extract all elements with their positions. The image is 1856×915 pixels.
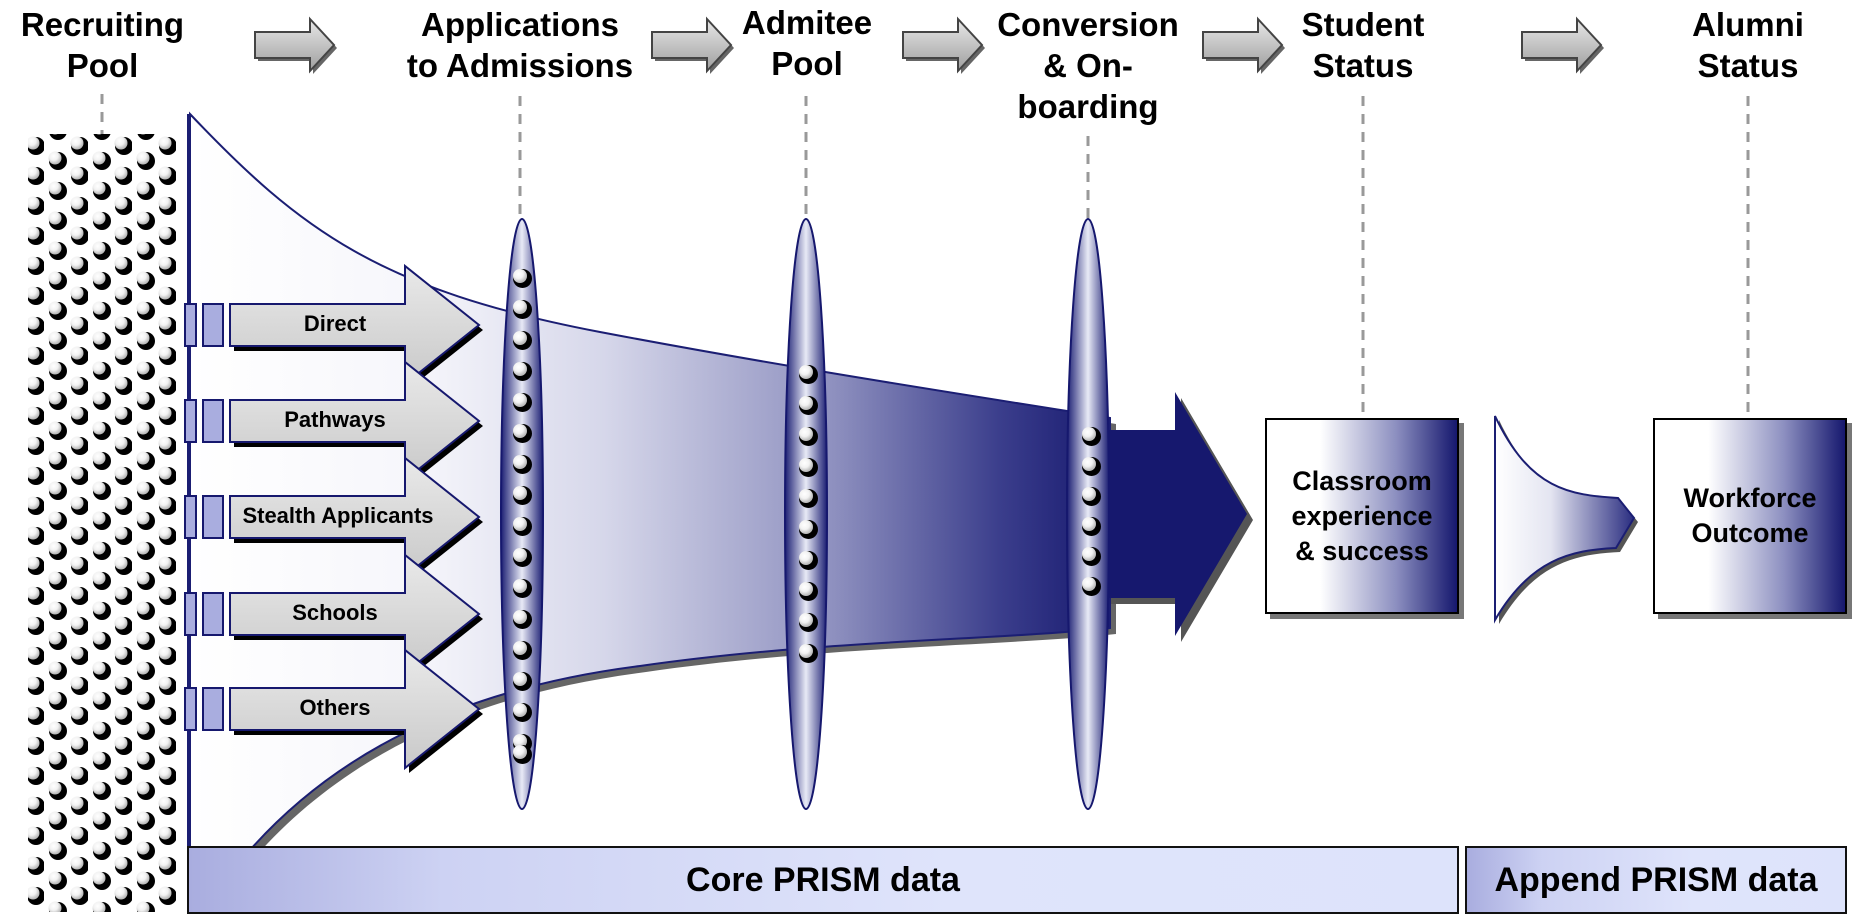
top-arrow-3-icon bbox=[902, 16, 985, 74]
filter-conversion bbox=[1066, 218, 1110, 810]
append-prism-bar: Append PRISM data bbox=[1465, 846, 1847, 914]
filter-applications bbox=[500, 218, 544, 810]
top-arrow-5-icon bbox=[1521, 16, 1604, 74]
stage-title-conversion: Conversion & On- boarding bbox=[997, 6, 1179, 125]
workforce-box: Workforce Outcome bbox=[1653, 418, 1847, 614]
stage-title-admitee: Admitee Pool bbox=[741, 4, 873, 82]
top-arrow-2-icon bbox=[651, 16, 734, 74]
recruiting-pool-balls bbox=[28, 134, 178, 912]
channel-label-pathways: Pathways bbox=[284, 407, 386, 432]
horn-icon bbox=[1494, 415, 1638, 624]
channel-arrow-direct-icon bbox=[184, 263, 483, 389]
channel-label-stealth: Stealth Applicants bbox=[242, 503, 434, 528]
channel-label-others: Others bbox=[299, 695, 371, 720]
channel-arrows bbox=[184, 263, 483, 773]
core-prism-label: Core PRISM data bbox=[686, 860, 960, 899]
classroom-box-label: Classroom experience & success bbox=[1291, 465, 1433, 566]
core-prism-bar: Core PRISM data bbox=[187, 846, 1459, 914]
top-arrow-4-icon bbox=[1202, 16, 1285, 74]
channel-arrow-others-icon bbox=[184, 647, 483, 773]
output-arrow-icon bbox=[1105, 392, 1253, 642]
stage-title-student: Student Status bbox=[1301, 6, 1425, 84]
workforce-box-label: Workforce Outcome bbox=[1683, 483, 1817, 548]
top-arrows bbox=[254, 16, 1604, 74]
dashed-connectors bbox=[100, 94, 1750, 416]
channel-arrow-pathways-icon bbox=[184, 359, 483, 485]
stage-title-alumni: Alumni Status bbox=[1692, 6, 1804, 84]
filter-admitee bbox=[784, 218, 828, 810]
top-arrow-1-icon bbox=[254, 16, 337, 74]
channel-arrow-stealth-icon bbox=[184, 455, 483, 581]
append-prism-label: Append PRISM data bbox=[1494, 860, 1818, 899]
channel-label-direct: Direct bbox=[303, 311, 367, 336]
stage-title-applications: Applications to Admissions bbox=[406, 6, 634, 84]
funnel-shape bbox=[187, 111, 1116, 856]
channel-arrow-schools-icon bbox=[184, 552, 483, 678]
stage-title-recruiting: Recruiting Pool bbox=[20, 6, 185, 84]
classroom-box: Classroom experience & success bbox=[1265, 418, 1459, 614]
channel-label-schools: Schools bbox=[292, 600, 378, 625]
